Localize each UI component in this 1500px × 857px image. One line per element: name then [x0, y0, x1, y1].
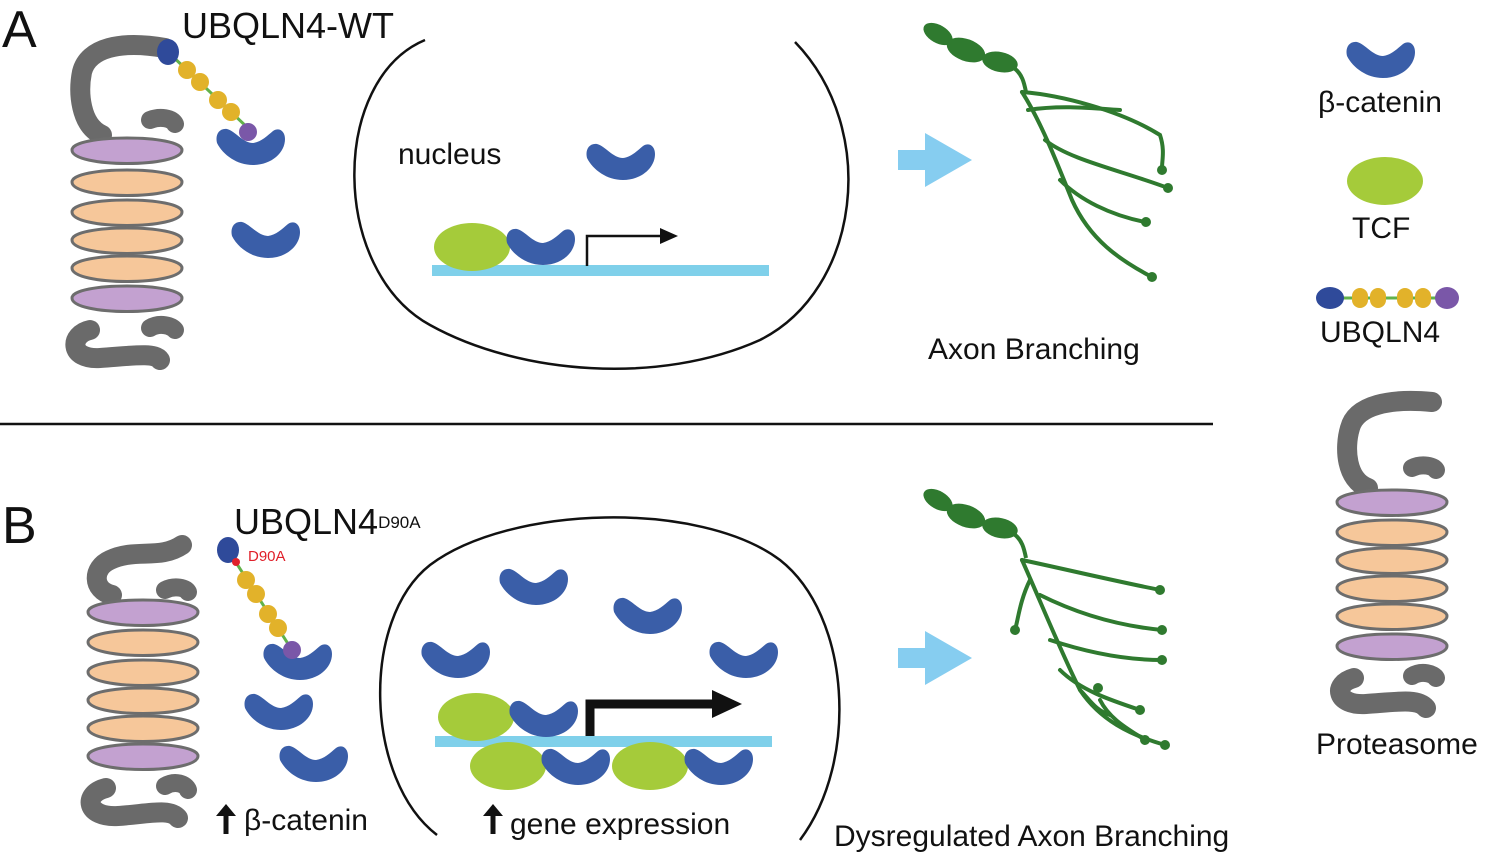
- axon-branching-label: Axon Branching: [928, 333, 1140, 366]
- neuron-icon: [917, 482, 1170, 750]
- panel-b: [80, 482, 1170, 841]
- ubqln4-d90a-label-main: UBQLN4: [234, 501, 379, 542]
- beta-catenin-icon: [684, 748, 753, 785]
- up-arrow-icon: [483, 804, 503, 834]
- beta-catenin-icon: [506, 228, 575, 265]
- dna-strand: [435, 736, 772, 747]
- panel-a-letter: A: [2, 1, 37, 59]
- beta-catenin-icon: [499, 568, 568, 605]
- ubqln4-icon: [157, 39, 285, 165]
- d90a-mutation-label: D90A: [248, 548, 286, 565]
- beta-catenin-icon: [231, 221, 300, 258]
- beta-catenin-icon: [613, 597, 682, 634]
- beta-catenin-icon: [244, 693, 313, 730]
- gene-expression-label: gene expression: [510, 808, 731, 841]
- nucleus-label: nucleus: [398, 138, 502, 171]
- d90a-mutation-dot: [232, 558, 240, 566]
- legend-beta-catenin-label: β-catenin: [1318, 86, 1442, 119]
- proteasome-icon: [65, 35, 184, 370]
- dna-strand: [432, 265, 769, 276]
- beta-catenin-icon: [586, 143, 655, 180]
- neuron-icon: [917, 16, 1173, 282]
- beta-catenin-icon: [279, 745, 348, 782]
- transcription-arrow-icon: [585, 690, 742, 736]
- legend-ubqln4-label: UBQLN4: [1320, 316, 1441, 349]
- ubqln4-icon: [217, 537, 332, 680]
- proteasome-icon: [80, 535, 200, 828]
- tcf-icon: [612, 742, 688, 790]
- proteasome-icon: [1330, 390, 1449, 718]
- tcf-icon: [434, 223, 510, 271]
- ubqln4-wt-label: UBQLN4-WT: [182, 5, 395, 46]
- nucleus-membrane: [353, 38, 850, 370]
- ubqln4-d90a-label-sup: D90A: [378, 513, 421, 532]
- up-arrow-icon: [216, 804, 236, 834]
- beta-catenin-increase-label: β-catenin: [244, 804, 368, 837]
- transcription-arrow-icon: [585, 228, 678, 266]
- tcf-icon: [470, 742, 546, 790]
- nucleus-membrane: [378, 516, 841, 841]
- ubqln4-icon: [1316, 287, 1459, 309]
- legend-proteasome-label: Proteasome: [1316, 728, 1478, 761]
- result-arrow: [898, 631, 972, 685]
- beta-catenin-icon: [1346, 41, 1415, 78]
- beta-catenin-icon: [541, 748, 610, 785]
- tcf-icon: [438, 693, 514, 741]
- dysregulated-axon-branching-label: Dysregulated Axon Branching: [834, 820, 1230, 853]
- panel-a: [65, 16, 1173, 370]
- tcf-icon: [1347, 157, 1423, 205]
- legend: [1316, 41, 1459, 718]
- legend-tcf-label: TCF: [1352, 212, 1411, 245]
- panel-b-letter: B: [2, 497, 37, 555]
- beta-catenin-icon: [709, 641, 778, 678]
- result-arrow: [898, 133, 972, 187]
- ubqln4-d90a-label: UBQLN4D90A: [234, 502, 421, 549]
- beta-catenin-icon: [509, 700, 578, 737]
- beta-catenin-icon: [421, 641, 490, 678]
